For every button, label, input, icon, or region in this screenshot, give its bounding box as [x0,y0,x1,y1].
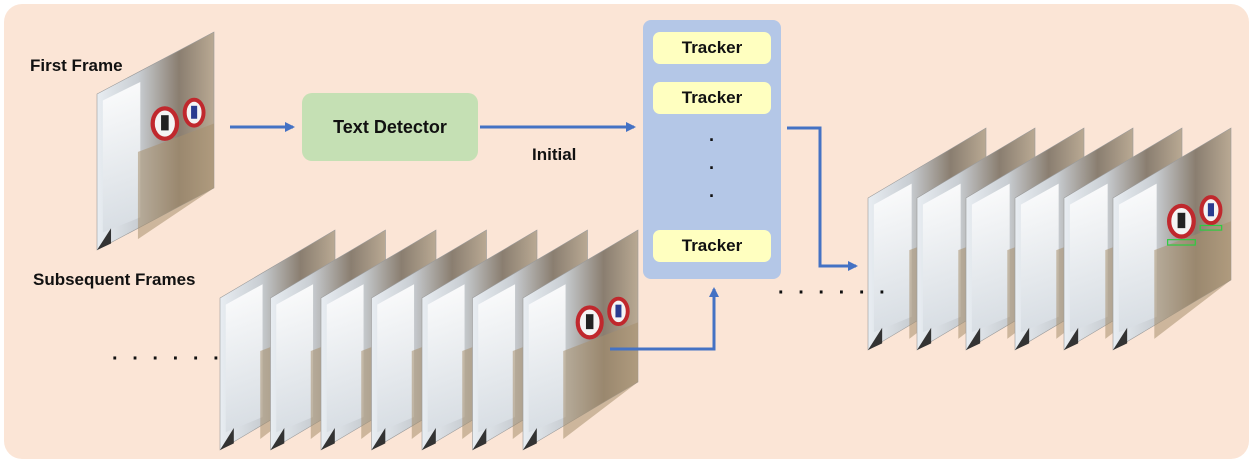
tracker-ellipsis-2: · [709,158,715,178]
tracker-ellipsis-3: · [709,186,715,206]
subsequent-frames-label: Subsequent Frames [33,270,196,289]
arrow-trackers-to-output [787,126,858,271]
subsequent-frame-7 [522,229,639,451]
tracker-box-3: Tracker [653,230,771,262]
tracker-ellipsis-1: · [709,130,715,150]
ellipsis-output-frames: · · · · · · [778,282,890,304]
initial-label: Initial [532,145,577,164]
arrow-frames-to-trackers [610,287,719,351]
text-detector-box: Text Detector [302,93,478,161]
first-frame-image [96,31,215,251]
subsequent-frames [219,229,639,451]
tracker-box-1: Tracker [653,32,771,64]
tracker-panel: Tracker Tracker · · · Tracker [643,20,781,279]
output-frames [867,127,1232,351]
first-frame-label: First Frame [30,56,123,75]
tracker-box-2: Tracker [653,82,771,114]
output-frame-6 [1112,127,1232,351]
ellipsis-input-frames: · · · · · · [112,348,224,370]
first-frame [96,31,215,251]
